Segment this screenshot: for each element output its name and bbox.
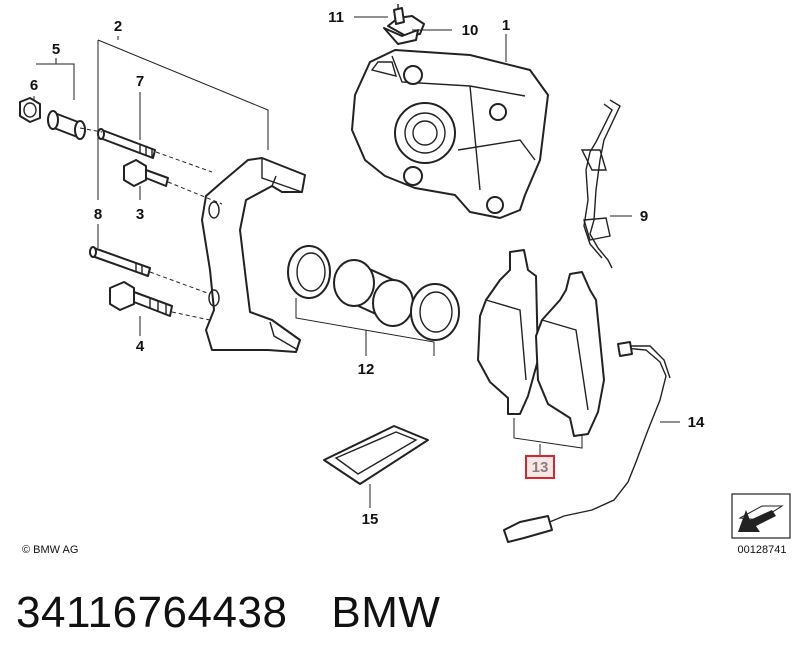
wear-sensor	[503, 341, 671, 543]
callout-7: 7	[136, 73, 144, 90]
hex-bolt-lower	[109, 281, 173, 317]
piston	[333, 259, 414, 327]
guide-sleeve	[47, 110, 86, 140]
callout-4: 4	[136, 338, 145, 355]
callout-12: 12	[358, 361, 375, 378]
brake-pad-inner	[477, 249, 539, 415]
caliper-housing	[351, 49, 549, 219]
callout-10: 10	[462, 22, 479, 39]
diagram-number: 00128741	[738, 544, 787, 556]
brand-text: BMW	[331, 588, 441, 637]
retaining-spring	[580, 99, 621, 269]
grease-packet	[323, 425, 429, 485]
callout-5: 5	[52, 41, 60, 58]
guide-bolt-lower	[89, 246, 151, 277]
callout-13-highlight	[525, 455, 555, 479]
callout-11: 11	[328, 9, 344, 26]
callout-1: 1	[502, 17, 510, 34]
callout-2: 2	[114, 18, 122, 35]
callout-9: 9	[640, 208, 648, 225]
bleeder-valve	[393, 4, 405, 25]
part-number-text: 34116764438	[16, 588, 288, 637]
guide-bolt-upper	[97, 128, 156, 159]
leader-lines	[33, 16, 680, 508]
callout-3: 3	[136, 206, 144, 223]
copyright-text: © BMW AG	[22, 544, 78, 556]
orientation-arrow-icon	[731, 493, 791, 539]
caliper-carrier	[201, 157, 306, 353]
protective-cap	[19, 97, 41, 123]
brake-pad-outer	[535, 271, 605, 437]
hex-bolt-upper	[123, 159, 169, 187]
piston-seal	[410, 283, 460, 341]
footer-part-number: 34116764438 BMW	[16, 588, 440, 638]
callout-15: 15	[362, 511, 379, 528]
callout-6: 6	[30, 77, 38, 94]
assembly-lines	[79, 127, 223, 321]
callout-8: 8	[94, 206, 102, 223]
dust-boot	[287, 245, 331, 299]
callout-14: 14	[688, 414, 705, 431]
